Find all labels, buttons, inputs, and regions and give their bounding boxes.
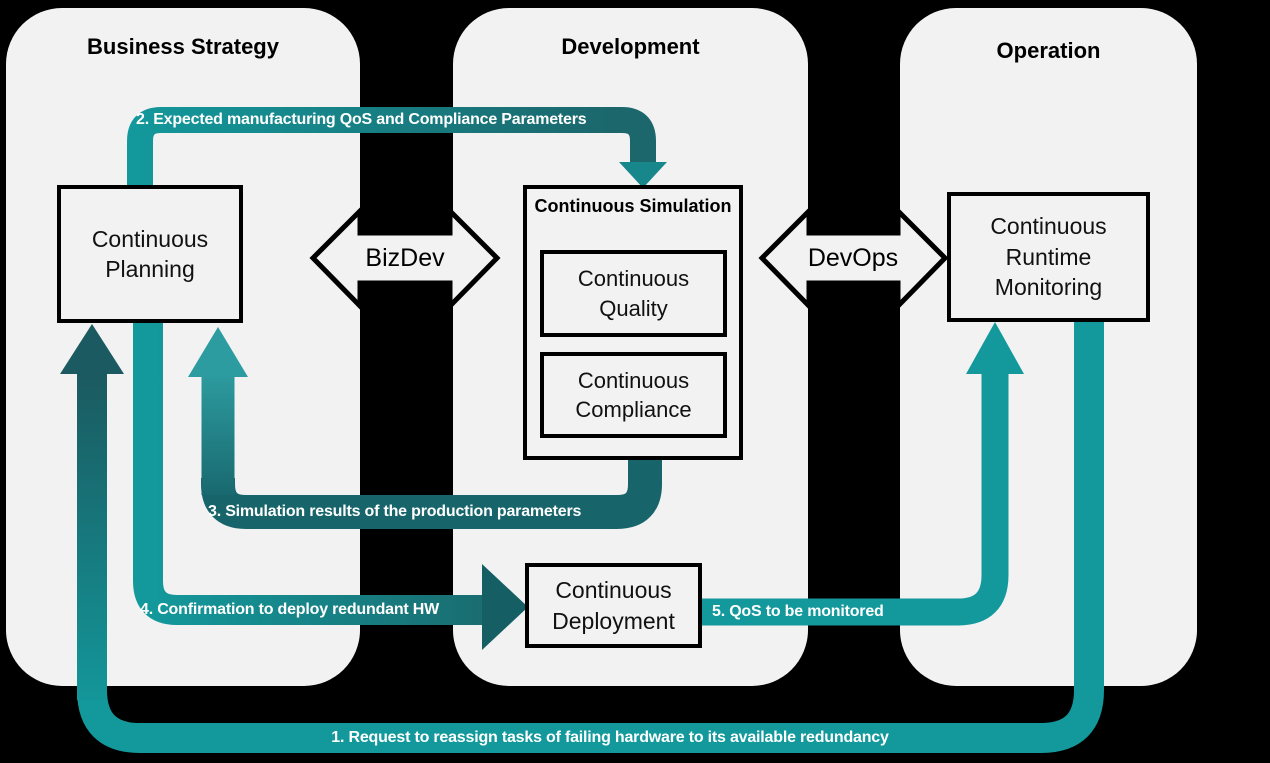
flow-4-arrowhead <box>482 564 528 650</box>
node-continuous-deployment-label: Continuous Deployment <box>552 577 675 634</box>
flow-label-4: 4. Confirmation to deploy redundant HW <box>140 601 440 618</box>
node-continuous-compliance: Continuous Compliance <box>540 352 727 438</box>
node-continuous-simulation-title: Continuous Simulation <box>534 196 732 216</box>
node-continuous-planning-label: Continuous Planning <box>91 225 209 282</box>
node-continuous-runtime-monitoring-label: Continuous Runtime Monitoring <box>990 213 1107 301</box>
flow-1-path <box>77 316 1104 753</box>
bizdev-label: BizDev <box>365 244 445 272</box>
flow-5-path <box>702 370 1009 626</box>
flow-label-2: 2. Expected manufacturing QoS and Compli… <box>136 111 587 128</box>
flow-label-3: 3. Simulation results of the production … <box>208 503 582 520</box>
flow-1-arrowhead <box>60 324 124 374</box>
bizdev-connector-shape <box>309 204 501 313</box>
lane-title-operation: Operation <box>996 38 1101 63</box>
flow-label-5: 5. QoS to be monitored <box>712 603 884 620</box>
flow-2-path <box>127 107 656 192</box>
node-continuous-quality-label: Continuous Quality <box>577 266 690 321</box>
lane-title-business-strategy: Business Strategy <box>87 34 279 59</box>
node-continuous-quality: Continuous Quality <box>540 250 727 337</box>
flow-3-arrowhead <box>188 327 248 377</box>
devops-label: DevOps <box>807 244 899 272</box>
flow-5-arrowhead <box>966 322 1024 374</box>
flow-label-1: 1. Request to reassign tasks of failing … <box>331 729 889 746</box>
node-continuous-planning: Continuous Planning <box>57 185 243 323</box>
node-continuous-compliance-label: Continuous Compliance <box>575 367 692 422</box>
devops-connector-shape <box>758 204 949 313</box>
lane-title-development: Development <box>561 34 700 59</box>
flow-4-path <box>133 322 484 625</box>
flow-3-path <box>201 458 662 529</box>
flow-2-arrowhead <box>619 162 667 188</box>
lane-operation: Operation <box>900 8 1197 686</box>
node-continuous-deployment: Continuous Deployment <box>525 563 702 648</box>
node-continuous-runtime-monitoring: Continuous Runtime Monitoring <box>947 192 1150 322</box>
